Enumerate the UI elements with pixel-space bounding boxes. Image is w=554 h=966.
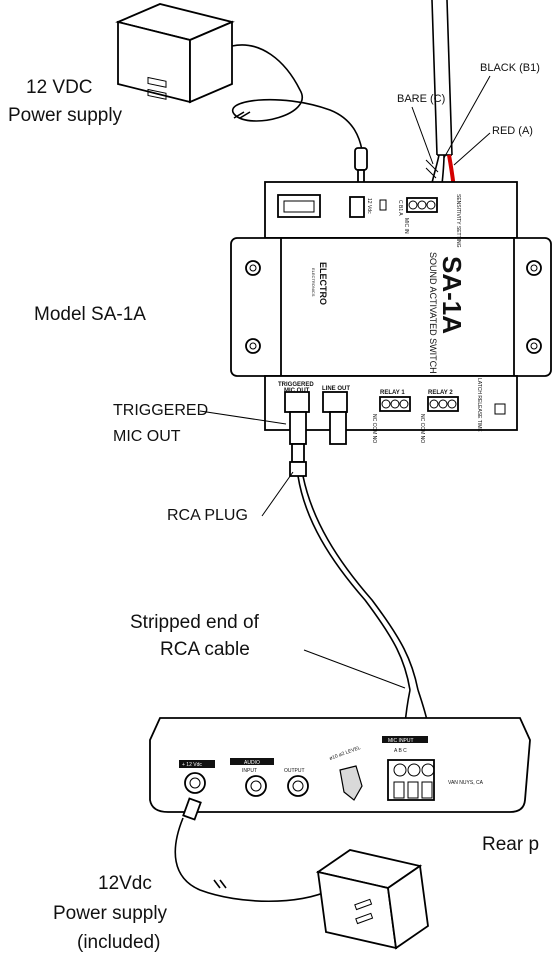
device-model-name: SA-1A [437,256,467,334]
device-brand-sub: ELECTRONICS [311,268,316,297]
rear-vdc-label: + 12 Vdc [182,762,202,768]
rear-terminals-label: A B C [394,748,407,754]
top-mic-terms-label: C B1 A [397,200,403,216]
sensitivity-label: SENSITIVITY SETTING [455,194,461,248]
rear-location-label: VAN NUYS, CA [448,780,484,786]
top-vdc-label: 12 Vdc [366,198,372,214]
device-subtitle: SOUND ACTIVATED SWITCH [428,252,438,374]
mic-out-small-label: MIC OUT [284,388,310,394]
triggered-label-2: MIC OUT [113,428,181,445]
stripped-label-2: RCA cable [160,639,250,660]
power-supply-bottom-label-2: Power supply [53,903,168,924]
wire-black-label: BLACK (B1) [480,62,540,74]
rear-audio-label: AUDIO [244,760,260,766]
top-mic-in-label: MIC IN [403,218,409,234]
power-supply-top-label-2: Power supply [8,105,123,126]
rear-unit [149,717,531,813]
relay1-terms: NC COM NO [371,414,377,443]
rear-panel-label: Rear p [482,834,539,855]
rca-plug-label: RCA PLUG [167,507,248,524]
power-supply-bottom-label-3: (included) [77,932,160,953]
rear-mic-input-label: MIC INPUT [388,738,414,744]
power-supply-top [115,3,368,191]
sa1a-device [230,181,552,445]
rear-output-label: OUTPUT [284,768,305,774]
triggered-label-1: TRIGGERED [113,402,208,419]
model-label: Model SA-1A [34,304,146,325]
relay1-label: RELAY 1 [380,390,405,396]
power-supply-bottom-label-1: 12Vdc [98,873,152,894]
wire-red-label: RED (A) [492,125,533,137]
wire-bare-label: BARE (C) [397,93,445,105]
rca-plug [289,443,419,691]
latch-label: LATCH RELEASE TIME [476,378,482,432]
line-out-small-label: LINE OUT [322,386,350,392]
relay2-terms: NC COM NO [419,414,425,443]
device-brand: ELECTRO [318,262,328,305]
triggered-small-label: TRIGGERED [278,382,314,388]
power-supply-top-label-1: 12 VDC [26,77,93,98]
power-supply-bottom [174,797,429,950]
stripped-label-1: Stripped end of [130,612,260,633]
rear-input-label: INPUT [242,768,257,774]
relay2-label: RELAY 2 [428,390,453,396]
